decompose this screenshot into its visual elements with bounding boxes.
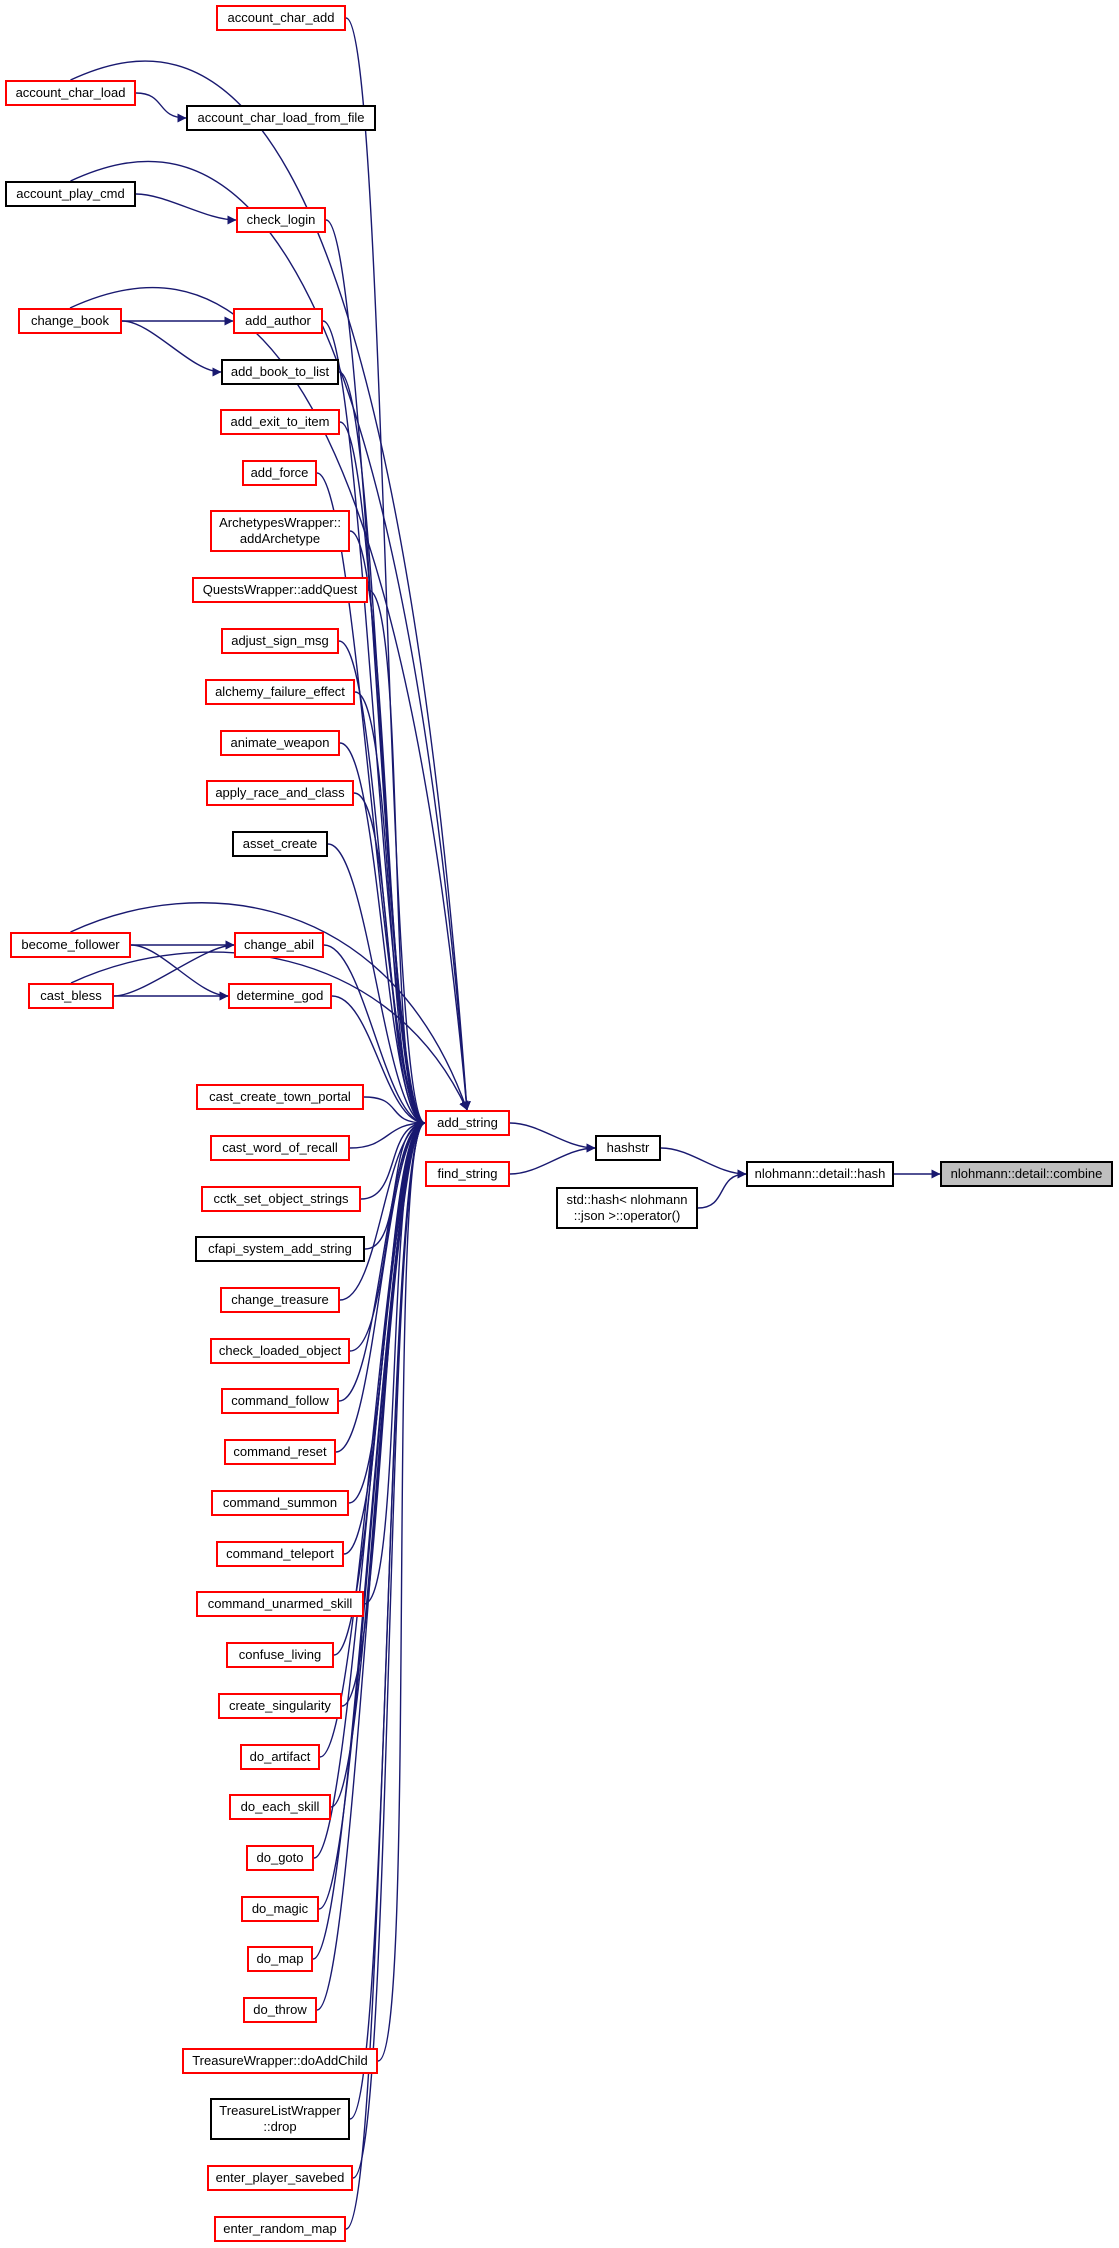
node-command-summon[interactable]: command_summon	[211, 1490, 349, 1516]
edge-become-follower-to-add-string	[70, 902, 469, 1111]
node-std-hash[interactable]: std::hash< nlohmann ::json >::operator()	[556, 1187, 698, 1229]
node-do-artifact[interactable]: do_artifact	[240, 1744, 320, 1770]
edge-alchemy-failure-effect-to-add-string	[354, 691, 426, 1128]
node-create-singularity[interactable]: create_singularity	[218, 1693, 342, 1719]
edge-do-map-to-add-string	[312, 1118, 426, 1960]
node-add-string[interactable]: add_string	[425, 1110, 510, 1136]
node-change-abil[interactable]: change_abil	[234, 932, 324, 958]
edge-find-string-to-hashstr	[509, 1143, 596, 1175]
edges-layer	[69, 17, 941, 2230]
node-account-char-load-from-file[interactable]: account_char_load_from_file	[186, 105, 376, 131]
node-animate-weapon[interactable]: animate_weapon	[220, 730, 340, 756]
edge-do-throw-to-add-string	[316, 1118, 426, 2011]
node-confuse-living[interactable]: confuse_living	[226, 1642, 334, 1668]
node-add-author[interactable]: add_author	[233, 308, 323, 334]
edge-change-abil-to-add-string	[323, 944, 426, 1128]
node-do-goto[interactable]: do_goto	[246, 1845, 314, 1871]
edge-do-artifact-to-add-string	[319, 1118, 426, 1758]
node-do-map[interactable]: do_map	[247, 1946, 313, 1972]
edge-add-string-to-hashstr	[509, 1122, 596, 1153]
edge-change-book-to-add-book-to-list	[121, 320, 222, 377]
node-command-reset[interactable]: command_reset	[224, 1439, 336, 1465]
edge-cast-word-of-recall-to-add-string	[349, 1118, 426, 1149]
edge-become-follower-to-determine-god	[130, 944, 229, 1001]
node-addquest[interactable]: QuestsWrapper::addQuest	[192, 577, 368, 603]
edge-account-play-cmd-to-check-login	[135, 193, 237, 225]
node-asset-create[interactable]: asset_create	[232, 831, 328, 857]
node-do-magic[interactable]: do_magic	[241, 1896, 319, 1922]
node-cast-word-of-recall[interactable]: cast_word_of_recall	[210, 1135, 350, 1161]
node-add-exit-to-item[interactable]: add_exit_to_item	[220, 409, 340, 435]
node-alchemy-failure-effect[interactable]: alchemy_failure_effect	[205, 679, 355, 705]
node-account-char-add[interactable]: account_char_add	[216, 5, 346, 31]
node-check-login[interactable]: check_login	[236, 207, 326, 233]
edge-hashstr-to-nl-hash	[660, 1147, 747, 1179]
node-check-loaded-object[interactable]: check_loaded_object	[210, 1338, 350, 1364]
node-find-string[interactable]: find_string	[425, 1161, 510, 1187]
node-nl-hash[interactable]: nlohmann::detail::hash	[746, 1161, 894, 1187]
node-cctk-set-object-strings[interactable]: cctk_set_object_strings	[201, 1186, 361, 1212]
node-determine-god[interactable]: determine_god	[228, 983, 332, 1009]
node-doaddchild[interactable]: TreasureWrapper::doAddChild	[182, 2048, 378, 2074]
node-command-teleport[interactable]: command_teleport	[216, 1541, 344, 1567]
edge-account-char-add-to-add-string	[345, 17, 426, 1128]
node-do-each-skill[interactable]: do_each_skill	[229, 1794, 331, 1820]
edge-addquest-to-add-string	[367, 589, 426, 1128]
node-adjust-sign-msg[interactable]: adjust_sign_msg	[221, 628, 339, 654]
node-add-force[interactable]: add_force	[242, 460, 317, 486]
node-enter-random-map[interactable]: enter_random_map	[214, 2216, 346, 2242]
edge-cctk-set-object-strings-to-add-string	[360, 1118, 426, 1200]
node-become-follower[interactable]: become_follower	[10, 932, 131, 958]
edge-std-hash-to-nl-hash	[697, 1169, 747, 1209]
node-cast-create-town-portal[interactable]: cast_create_town_portal	[196, 1084, 364, 1110]
node-apply-race-and-class[interactable]: apply_race_and_class	[206, 780, 354, 806]
node-change-treasure[interactable]: change_treasure	[220, 1287, 340, 1313]
node-tlw-drop[interactable]: TreasureListWrapper ::drop	[210, 2098, 350, 2140]
edge-doaddchild-to-add-string	[377, 1118, 426, 2062]
edge-command-follow-to-add-string	[338, 1118, 426, 1402]
node-enter-player-savebed[interactable]: enter_player_savebed	[207, 2165, 353, 2191]
edge-determine-god-to-add-string	[331, 995, 426, 1128]
node-change-book[interactable]: change_book	[18, 308, 122, 334]
node-addarchetype[interactable]: ArchetypesWrapper:: addArchetype	[210, 510, 350, 552]
node-hashstr[interactable]: hashstr	[595, 1135, 661, 1161]
node-command-follow[interactable]: command_follow	[221, 1388, 339, 1414]
edge-add-exit-to-item-to-add-string	[339, 421, 426, 1128]
edge-enter-random-map-to-add-string	[345, 1118, 426, 2230]
edge-account-play-cmd-to-add-string	[70, 160, 471, 1111]
node-account-char-load[interactable]: account_char_load	[5, 80, 136, 106]
edge-account-char-load-to-account-char-load-from-file	[135, 92, 187, 123]
node-do-throw[interactable]: do_throw	[243, 1997, 317, 2023]
node-add-book-to-list[interactable]: add_book_to_list	[221, 359, 339, 385]
node-cast-bless[interactable]: cast_bless	[28, 983, 114, 1009]
edge-cast-bless-to-add-string	[70, 951, 468, 1111]
node-account-play-cmd[interactable]: account_play_cmd	[5, 181, 136, 207]
node-nl-combine: nlohmann::detail::combine	[940, 1161, 1113, 1187]
edge-account-char-load-to-add-string	[70, 60, 471, 1111]
edge-command-reset-to-add-string	[335, 1118, 426, 1453]
node-command-unarmed-skill[interactable]: command_unarmed_skill	[196, 1591, 364, 1617]
node-cfapi-system-add-string[interactable]: cfapi_system_add_string	[195, 1236, 365, 1262]
edge-change-treasure-to-add-string	[339, 1118, 426, 1301]
edge-cast-bless-to-change-abil	[113, 940, 235, 997]
edge-cast-create-town-portal-to-add-string	[363, 1096, 426, 1128]
edge-apply-race-and-class-to-add-string	[353, 792, 426, 1128]
edge-asset-create-to-add-string	[327, 843, 426, 1128]
